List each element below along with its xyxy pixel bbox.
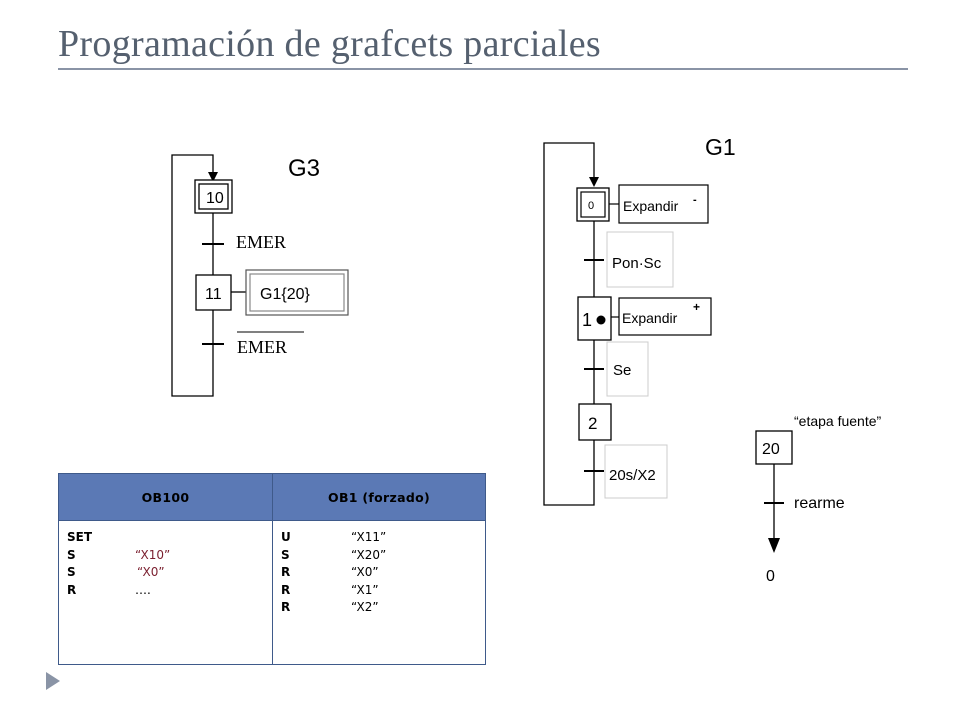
ob1-op: S [281, 547, 290, 562]
page-title: Programación de grafcets parciales [58, 23, 601, 65]
ob100-cell: SET S “X10” S “X0” R …. [58, 520, 273, 665]
g3-arrow-head [208, 172, 218, 182]
ob1-addr: “X20” [351, 547, 387, 562]
grafcet-g1: G1 0 Expandir - Pon·Sc 1 Expandir + Se 2 [543, 134, 736, 506]
g1-step-1-number: 1 [582, 310, 592, 330]
ob100-line: S “X0” [67, 564, 272, 582]
ob1-addr: “X11” [351, 530, 387, 544]
source-arrow-head [768, 538, 780, 553]
table-header-row: OB100 OB1 (forzado) [58, 473, 486, 521]
g1-transition-2-box [606, 341, 649, 397]
grafcet-g3: G3 10 EMER 11 G1{20} EMER [171, 154, 349, 397]
ob1-addr: “X1” [351, 582, 379, 597]
g3-action-11-outer [245, 269, 349, 316]
g1-step-2-box [578, 403, 612, 441]
ob100-op: SET [67, 530, 93, 544]
ob1-op: R [281, 565, 291, 579]
g1-transition-1-box [606, 231, 674, 288]
ob1-line: S “X20” [281, 547, 485, 565]
source-transition-label: rearme [794, 495, 845, 512]
ob1-addr: “X0” [351, 565, 379, 579]
ob100-addr: …. [135, 582, 151, 597]
g1-action-1-label: Expandir [622, 310, 678, 326]
g1-arrow-head [589, 177, 599, 187]
title-rule [58, 68, 908, 70]
g1-transition-3-label: 20s/X2 [609, 467, 656, 484]
ob1-op: R [281, 600, 291, 614]
ob1-op: R [281, 582, 291, 597]
ob1-addr: “X2” [351, 600, 379, 614]
program-table: OB100 OB1 (forzado) SET S “X10” S “X0” [58, 473, 486, 665]
slide-bullet-arrow-icon [46, 672, 60, 690]
g1-action-0-label: Expandir [623, 198, 679, 214]
table-header-ob100: OB100 [58, 473, 273, 521]
source-step-group: “etapa fuente” 20 rearme 0 [755, 413, 882, 585]
ob100-line: S “X10” [67, 547, 272, 565]
ob1-line: R “X1” [281, 582, 485, 600]
ob100-addr: “X10” [135, 547, 171, 562]
g1-step-1-box [577, 296, 612, 341]
g3-label: G3 [288, 155, 320, 182]
ob100-line: SET [67, 529, 272, 547]
g1-return-loop [543, 142, 595, 506]
g1-action-1-box [618, 297, 712, 336]
g1-step-1-active-token [596, 315, 606, 325]
g1-action-0-sup: - [693, 194, 697, 206]
g3-step-11-number: 11 [205, 286, 222, 303]
source-caption: “etapa fuente” [794, 413, 882, 429]
g3-action-11-inner [249, 273, 345, 312]
g1-transition-2-label: Se [613, 362, 631, 379]
g3-action-11-label: G1{20} [260, 286, 310, 303]
ob1-op: U [281, 530, 291, 544]
g3-transition-1-label: EMER [236, 232, 286, 252]
table-body-row: SET S “X10” S “X0” R …. U [58, 520, 486, 665]
table-header-ob1: OB1 (forzado) [272, 473, 486, 521]
ob1-line: R “X2” [281, 599, 485, 617]
source-target-step: 0 [766, 568, 775, 585]
g3-step-10-number: 10 [206, 190, 224, 207]
source-step-20-number: 20 [762, 441, 780, 458]
source-step-20-box [755, 430, 793, 465]
g1-action-0-box [618, 184, 709, 224]
g3-transition-2-label: EMER [237, 337, 287, 357]
ob100-addr: “X0” [137, 565, 165, 579]
ob100-op: S [67, 565, 76, 579]
ob1-line: R “X0” [281, 564, 485, 582]
ob1-cell: U “X11” S “X20” R “X0” R “X1” R “X2” [272, 520, 486, 665]
g1-step-0-number: 0 [588, 200, 594, 212]
g1-transition-3-box [604, 444, 668, 499]
ob100-op: S [67, 547, 76, 562]
g3-step-10-inner [198, 183, 229, 210]
ob100-line: R …. [67, 582, 272, 600]
g3-return-loop [171, 154, 214, 397]
ob100-op: R [67, 582, 77, 597]
ob1-line: U “X11” [281, 529, 485, 547]
g1-label: G1 [705, 134, 736, 160]
g1-step-0-inner [580, 191, 606, 218]
g1-step-2-number: 2 [588, 414, 597, 433]
g1-action-1-sup: + [693, 300, 700, 314]
g1-transition-1-label: Pon·Sc [612, 255, 662, 272]
